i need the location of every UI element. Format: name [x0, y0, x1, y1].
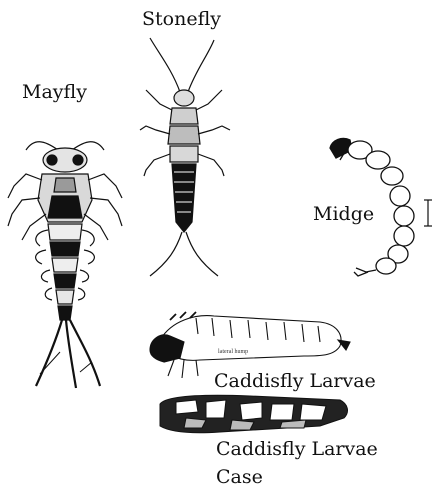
- caddisfly-case-label-line2: Case: [216, 468, 263, 487]
- midge-label: Midge: [313, 205, 374, 224]
- caddisfly-larva-drawing: [150, 312, 350, 378]
- caddisfly-case-label-line1: Caddisfly Larvae: [216, 440, 378, 459]
- mayfly-label: Mayfly: [22, 83, 87, 102]
- caddisfly-larvae-label: Caddisfly Larvae: [214, 372, 376, 391]
- scale-bar: [424, 200, 432, 226]
- lateral-hump-label: lateral hump: [218, 349, 248, 355]
- stonefly-drawing: [140, 38, 230, 276]
- mayfly-drawing: [8, 142, 122, 388]
- stonefly-label: Stonefly: [142, 10, 221, 29]
- caddisfly-case-drawing: [160, 395, 347, 432]
